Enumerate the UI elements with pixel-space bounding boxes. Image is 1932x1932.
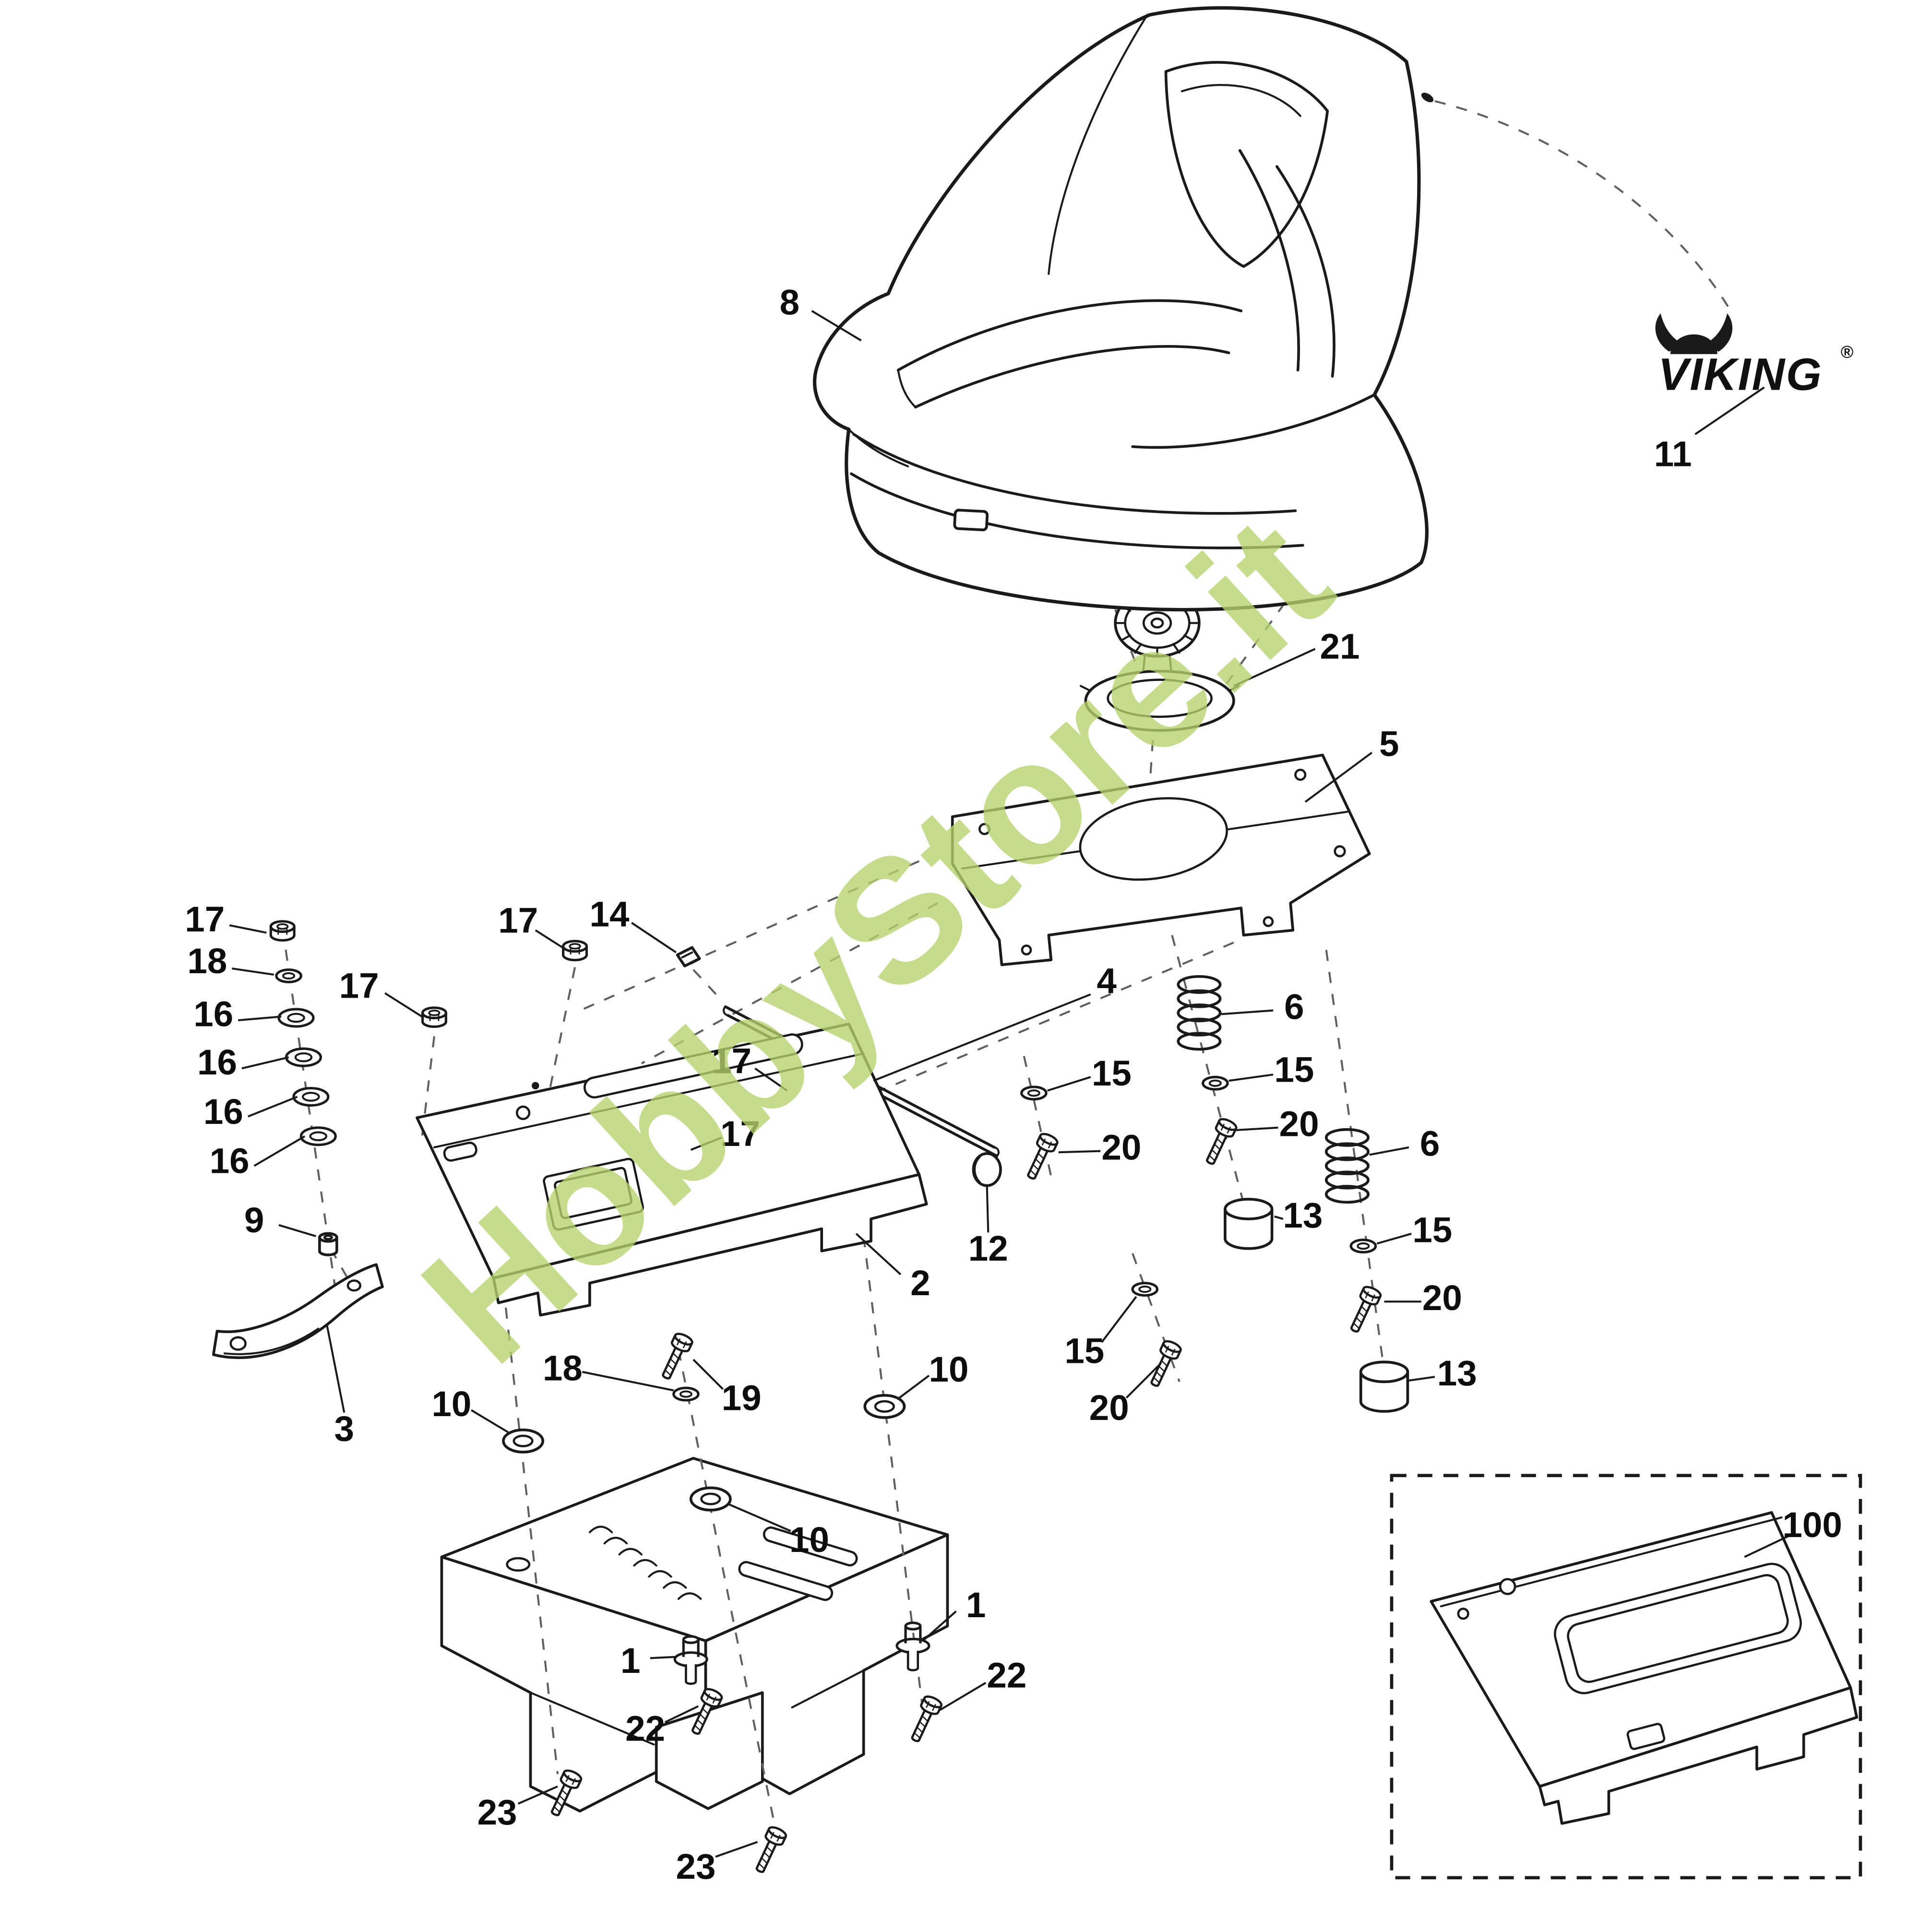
callout-13-b: 13 bbox=[1437, 1353, 1477, 1393]
washer-part-15 bbox=[1351, 1240, 1375, 1252]
callout-15-a: 15 bbox=[1092, 1053, 1132, 1093]
clip-part-14 bbox=[676, 946, 701, 967]
washer-part-15 bbox=[1022, 1087, 1046, 1099]
callout-10-c: 10 bbox=[789, 1520, 829, 1560]
seat-plate-5 bbox=[951, 753, 1371, 966]
callout-16-a: 16 bbox=[193, 994, 233, 1034]
callout-20-b: 20 bbox=[1279, 1104, 1319, 1144]
callout-16-c: 16 bbox=[203, 1092, 243, 1132]
cap-part-13 bbox=[1225, 1199, 1272, 1249]
nut-part-17 bbox=[563, 941, 587, 960]
inset-panel bbox=[1390, 1474, 1862, 1880]
callout-17-d: 17 bbox=[712, 1041, 751, 1081]
brand-name: VIKING bbox=[1658, 349, 1823, 400]
washer-part-18 bbox=[276, 970, 301, 982]
callout-6-b: 6 bbox=[1420, 1124, 1440, 1164]
callout-16-b: 16 bbox=[197, 1042, 237, 1082]
callout-18-a: 18 bbox=[187, 941, 227, 981]
callout-20-d: 20 bbox=[1089, 1388, 1129, 1428]
callout-21: 21 bbox=[1320, 627, 1360, 667]
seat-bracket-2 bbox=[416, 1023, 928, 1317]
inset-border bbox=[1390, 1474, 1862, 1880]
callout-1-b: 1 bbox=[966, 1585, 986, 1625]
washer-part-16 bbox=[279, 1009, 313, 1026]
washer-part-10 bbox=[691, 1488, 730, 1510]
sticker-placement-curve bbox=[1434, 100, 1733, 314]
nut-part-17 bbox=[271, 921, 294, 941]
callout-14: 14 bbox=[590, 894, 630, 934]
spacer-part-9 bbox=[318, 1232, 338, 1256]
callout-1-a: 1 bbox=[620, 1641, 640, 1681]
callout-9: 9 bbox=[244, 1200, 264, 1240]
viking-helmet-icon bbox=[1670, 334, 1717, 354]
bracket-part-3 bbox=[212, 1263, 384, 1359]
callout-11: 11 bbox=[1654, 434, 1692, 474]
callout-17-a: 17 bbox=[185, 899, 225, 939]
callout-2: 2 bbox=[910, 1263, 930, 1303]
callout-labels: 8 11 21 5 4 17 18 16 16 16 16 9 17 17 14… bbox=[185, 282, 1842, 1886]
washer-part-18 bbox=[674, 1388, 698, 1400]
callout-10-b: 10 bbox=[929, 1349, 969, 1389]
spring-part-6 bbox=[1178, 977, 1220, 1049]
callout-17-b: 17 bbox=[339, 966, 379, 1006]
callout-18-b: 18 bbox=[543, 1348, 583, 1388]
callout-22-a: 22 bbox=[625, 1708, 665, 1748]
washer-part-10 bbox=[865, 1395, 904, 1418]
screw-part-20 bbox=[1146, 1339, 1182, 1389]
callout-16-d: 16 bbox=[210, 1141, 250, 1181]
callout-100: 100 bbox=[1782, 1505, 1842, 1545]
screw-part-20 bbox=[1023, 1132, 1059, 1182]
callout-8: 8 bbox=[780, 282, 799, 322]
viking-logo: VIKING ® bbox=[1655, 313, 1854, 400]
callout-17-c: 17 bbox=[498, 900, 538, 940]
callout-19: 19 bbox=[722, 1378, 762, 1418]
screw-part-23 bbox=[751, 1825, 787, 1875]
leader-lines bbox=[229, 310, 1792, 1858]
callout-6-a: 6 bbox=[1284, 987, 1304, 1026]
callout-15-b: 15 bbox=[1274, 1049, 1314, 1089]
cap-part-13 bbox=[1361, 1362, 1408, 1411]
cap-part-12 bbox=[972, 1152, 1002, 1187]
registered-mark: ® bbox=[1841, 342, 1854, 362]
callout-20-a: 20 bbox=[1101, 1127, 1141, 1167]
callout-12: 12 bbox=[968, 1228, 1008, 1268]
screw-part-19 bbox=[657, 1332, 694, 1382]
callout-5: 5 bbox=[1379, 724, 1399, 764]
callout-23-b: 23 bbox=[676, 1847, 716, 1886]
callout-3: 3 bbox=[334, 1409, 354, 1449]
seat-illustration-8 bbox=[812, 6, 1434, 612]
callout-20-c: 20 bbox=[1422, 1278, 1462, 1318]
washer-part-15 bbox=[1133, 1283, 1157, 1296]
spring-part-6 bbox=[1326, 1130, 1368, 1203]
washer-part-16 bbox=[301, 1128, 335, 1145]
callout-15-d: 15 bbox=[1064, 1331, 1104, 1371]
callout-10-a: 10 bbox=[431, 1384, 471, 1424]
screw-part-22 bbox=[906, 1694, 943, 1744]
callout-17-e: 17 bbox=[720, 1114, 760, 1154]
callout-4: 4 bbox=[1097, 961, 1117, 1001]
chassis-illustration bbox=[440, 1456, 949, 1813]
washer-part-15 bbox=[1203, 1077, 1228, 1089]
callout-13-a: 13 bbox=[1283, 1195, 1323, 1235]
nut-part-17 bbox=[423, 1008, 446, 1027]
washer-part-16 bbox=[294, 1088, 328, 1106]
callout-23-a: 23 bbox=[477, 1792, 517, 1832]
callout-15-c: 15 bbox=[1412, 1210, 1452, 1250]
washer-part-16 bbox=[286, 1049, 321, 1066]
washer-part-10 bbox=[503, 1430, 543, 1452]
callout-22-b: 22 bbox=[987, 1656, 1026, 1695]
